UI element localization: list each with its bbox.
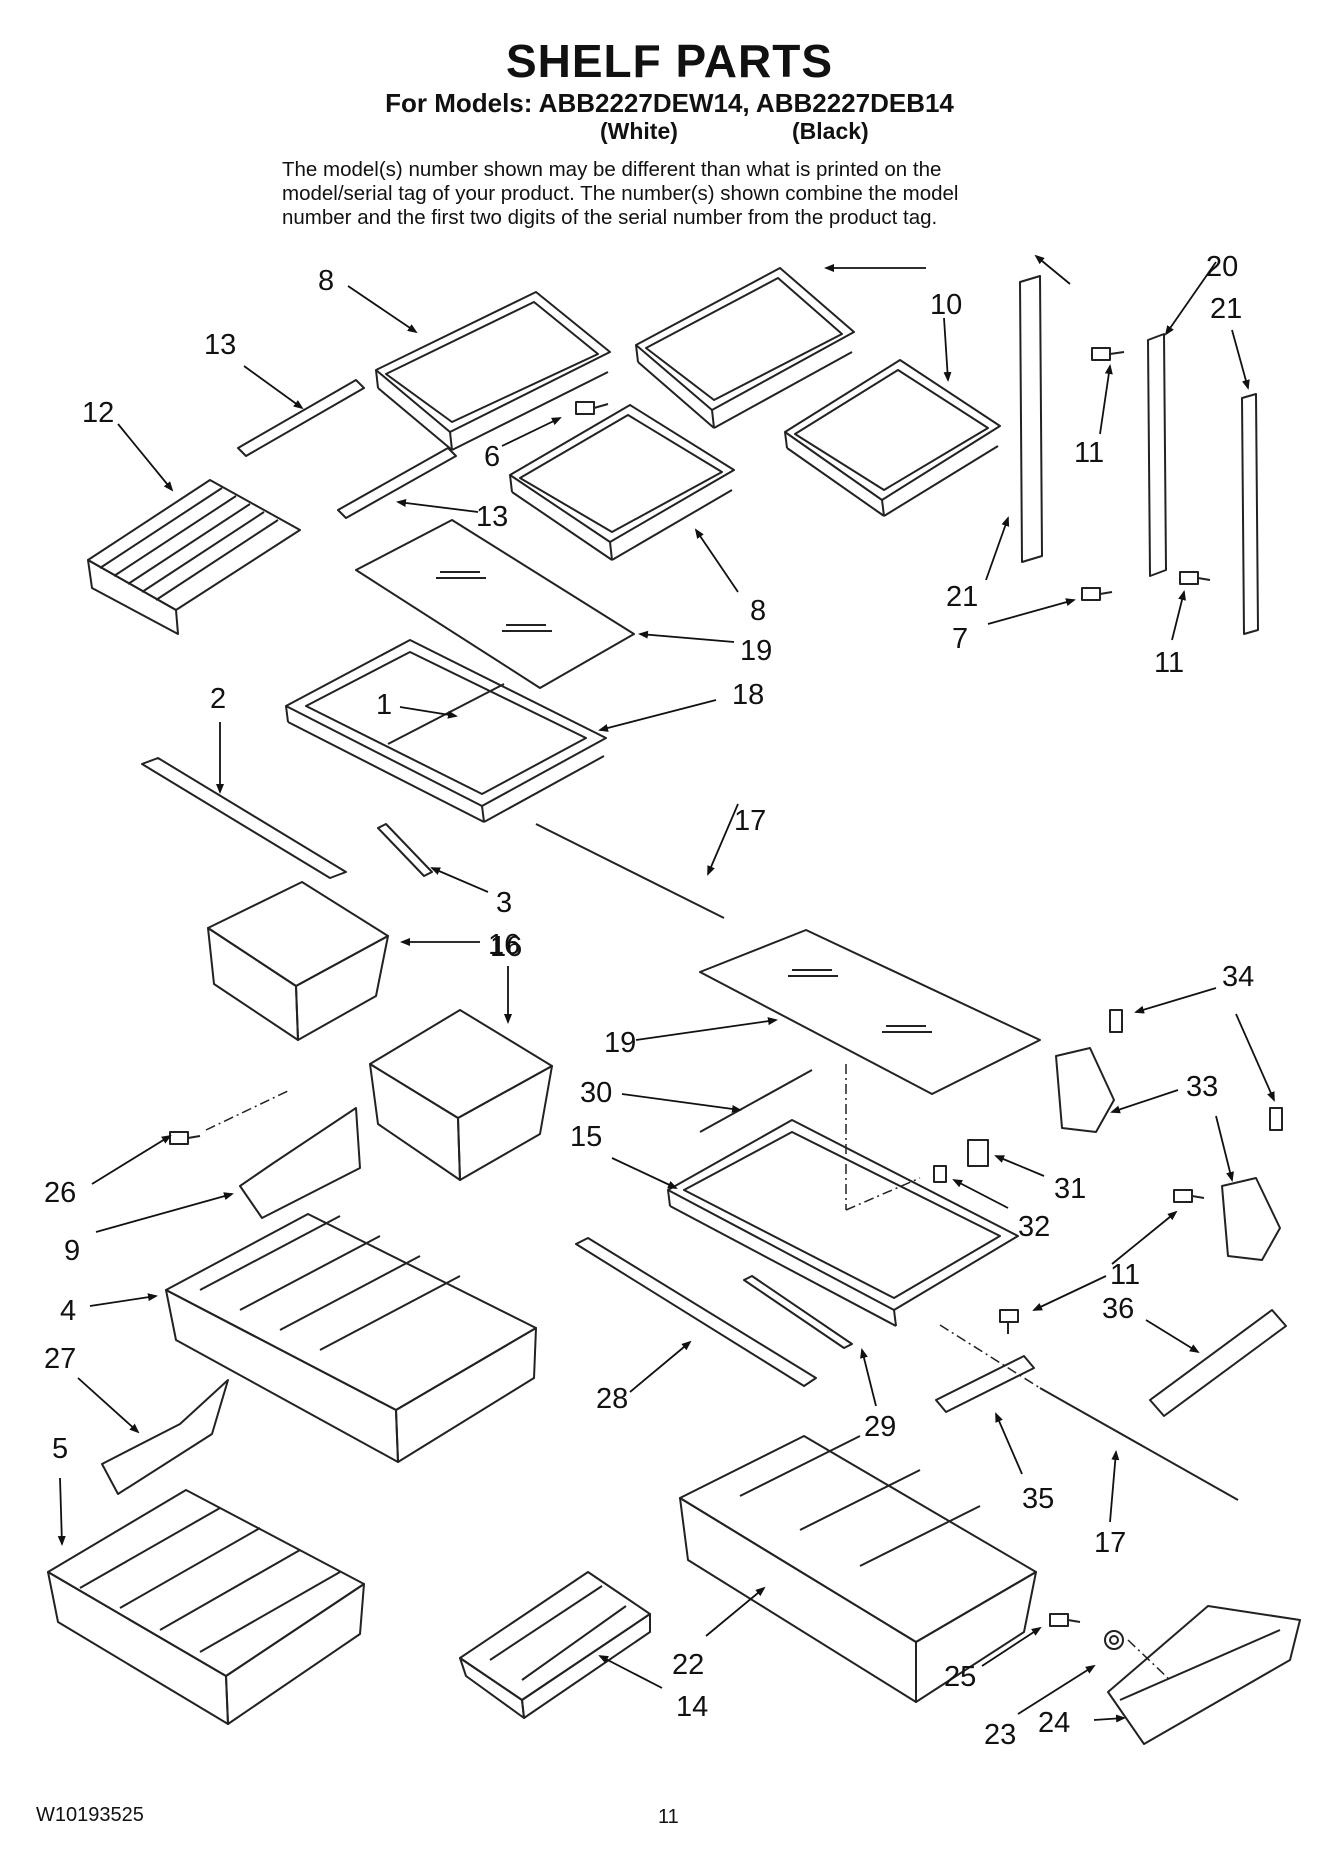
part-rail-20 — [1147, 333, 1167, 577]
part-divider-27 — [101, 1379, 229, 1495]
part-clip-32 — [933, 1165, 947, 1183]
callout-label: 20 — [1206, 251, 1238, 283]
part-shelf-frame-lower — [667, 1119, 1019, 1327]
callout-label: 3 — [496, 887, 512, 919]
part-crisper-drawer-right — [369, 1009, 553, 1181]
part-clip-34-upper — [1109, 1009, 1123, 1033]
callout-label: 16 — [490, 931, 522, 963]
part-slide-29 — [743, 1275, 853, 1349]
part-trim-36 — [1149, 1309, 1287, 1417]
page-number: 11 — [658, 1806, 679, 1828]
callout-label: 21 — [1210, 293, 1242, 325]
disclaimer-text: The model(s) number shown may be differe… — [282, 158, 1102, 230]
part-rail-28 — [575, 1237, 817, 1387]
callout-label: 10 — [930, 289, 962, 321]
part-shelf-slide-rail-lower — [337, 447, 457, 519]
disclaimer-line: model/serial tag of your product. The nu… — [282, 182, 959, 205]
part-glass-shelf-lower — [699, 929, 1041, 1095]
disclaimer-line: The model(s) number shown may be differe… — [282, 158, 942, 181]
part-guide-rod — [699, 1069, 813, 1133]
callout-label: 19 — [740, 635, 772, 667]
part-glass-shelf-upper — [355, 519, 635, 689]
part-rod-upper — [535, 823, 725, 919]
callout-label: 8 — [750, 595, 766, 627]
page-title: SHELF PARTS — [505, 35, 834, 87]
part-bracket-35 — [935, 1355, 1035, 1413]
callout-label: 7 — [952, 623, 968, 655]
callout-label: 18 — [732, 679, 764, 711]
callout-label: 9 — [64, 1235, 80, 1267]
callout-label: 35 — [1022, 1483, 1054, 1515]
callout-label: 2 — [210, 683, 226, 715]
callout-label: 11 — [1154, 647, 1184, 679]
callout-label: 34 — [1222, 961, 1254, 993]
callout-label: 12 — [82, 397, 114, 429]
document-number: W10193525 — [36, 1804, 144, 1826]
callout-label: 29 — [864, 1411, 896, 1443]
callout-label: 33 — [1186, 1071, 1218, 1103]
part-shelf-middle — [509, 404, 735, 561]
part-rail-21-right — [1241, 393, 1259, 635]
callout-label: 26 — [44, 1177, 76, 1209]
callout-label: 13 — [204, 329, 236, 361]
part-ice-tray-14 — [459, 1571, 651, 1719]
part-crisper-rail — [141, 757, 347, 879]
part-deli-drawer-22 — [679, 1435, 1037, 1703]
part-ice-bin-24 — [1107, 1605, 1301, 1745]
callout-label: 31 — [1054, 1173, 1086, 1205]
callout-label: 19 — [604, 1027, 636, 1059]
callout-label: 16 — [488, 929, 520, 961]
callout-label: 11 — [1110, 1259, 1140, 1291]
part-bracket-33-upper — [1055, 1047, 1115, 1133]
part-divider-9 — [239, 1107, 361, 1219]
callout-label: 17 — [734, 805, 766, 837]
callout-label: 13 — [476, 501, 508, 533]
disclaimer-line: number and the first two digits of the s… — [282, 206, 938, 229]
callout-label: 5 — [52, 1433, 68, 1465]
part-shelf-slide-rail-upper — [237, 379, 365, 457]
callout-label: 17 — [1094, 1527, 1126, 1559]
part-wire-rack — [87, 479, 301, 635]
callout-label: 1 — [376, 689, 392, 721]
variant-white-label: (White) — [600, 118, 678, 144]
screws — [169, 347, 1211, 1650]
part-crisper-cover-frame — [285, 639, 607, 823]
part-clip-31 — [967, 1139, 989, 1167]
part-crisper-drawer-left — [207, 881, 389, 1041]
part-shelf-right — [784, 359, 1001, 517]
callout-label: 11 — [1074, 437, 1104, 469]
callout-label: 21 — [946, 581, 978, 613]
callout-label: 32 — [1018, 1211, 1050, 1243]
callout-label: 30 — [580, 1077, 612, 1109]
part-wire-basket-4 — [165, 1213, 537, 1463]
callout-label: 28 — [596, 1383, 628, 1415]
part-shelf-top-right — [635, 267, 855, 429]
callout-label: 8 — [318, 265, 334, 297]
variant-black-label: (Black) — [792, 118, 869, 144]
part-bracket-33-lower — [1221, 1177, 1281, 1261]
callout-label: 23 — [984, 1719, 1016, 1751]
part-wire-basket-5 — [47, 1489, 365, 1725]
part-rail-21-left — [1019, 275, 1043, 563]
callout-label: 14 — [676, 1691, 708, 1723]
callout-label: 27 — [44, 1343, 76, 1375]
part-clip-34-lower — [1269, 1107, 1283, 1131]
callout-label: 15 — [570, 1121, 602, 1153]
callout-label: 4 — [60, 1295, 76, 1327]
part-shelf-upper — [375, 291, 611, 451]
callout-label: 25 — [944, 1661, 976, 1693]
callout-label: 22 — [672, 1649, 704, 1681]
models-line: For Models: ABB2227DEW14, ABB2227DEB14 — [385, 88, 954, 118]
callout-label: 24 — [1038, 1707, 1070, 1739]
callout-label: 36 — [1102, 1293, 1134, 1325]
part-rod-lower — [1039, 1387, 1239, 1501]
part-crisper-slide — [377, 823, 433, 877]
callout-label: 6 — [484, 441, 500, 473]
